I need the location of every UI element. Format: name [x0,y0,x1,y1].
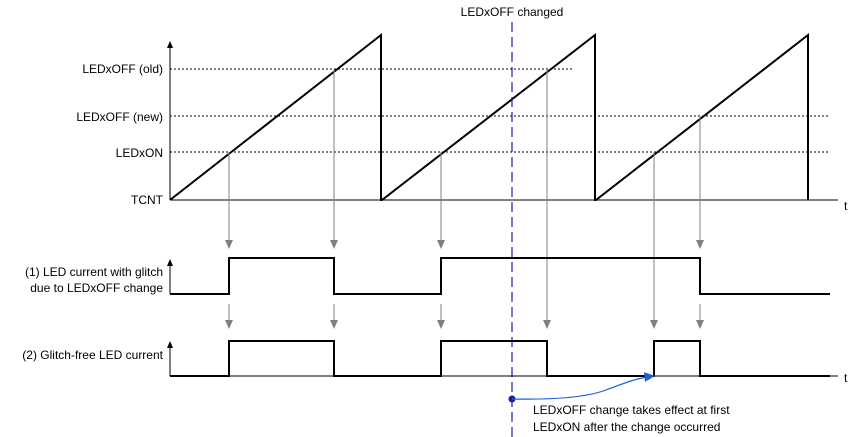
note-line2: LEDxON after the change occurred [533,420,720,434]
note-line1: LEDxOFF change takes effect at first [533,403,730,417]
level-label-on: LEDxON [116,146,163,160]
signal-1-label-line2: due to LEDxOFF change [30,281,163,295]
signal-1-label-line1: (1) LED current with glitch [25,265,163,279]
signal-1-waveform [170,257,830,295]
note-arrow [511,372,656,400]
title-label: LEDxOFF changed [461,5,564,19]
level-label-tcnt: TCNT [131,193,164,207]
signal-2-waveform [170,340,830,377]
level-label-off-new: LEDxOFF (new) [76,110,163,124]
level-label-off-old: LEDxOFF (old) [82,62,163,76]
time-label-top: t [844,199,848,213]
counter-sawtooth [169,32,809,201]
signal-2-label: (2) Glitch-free LED current [22,348,163,362]
time-label-bottom: t [844,371,848,385]
